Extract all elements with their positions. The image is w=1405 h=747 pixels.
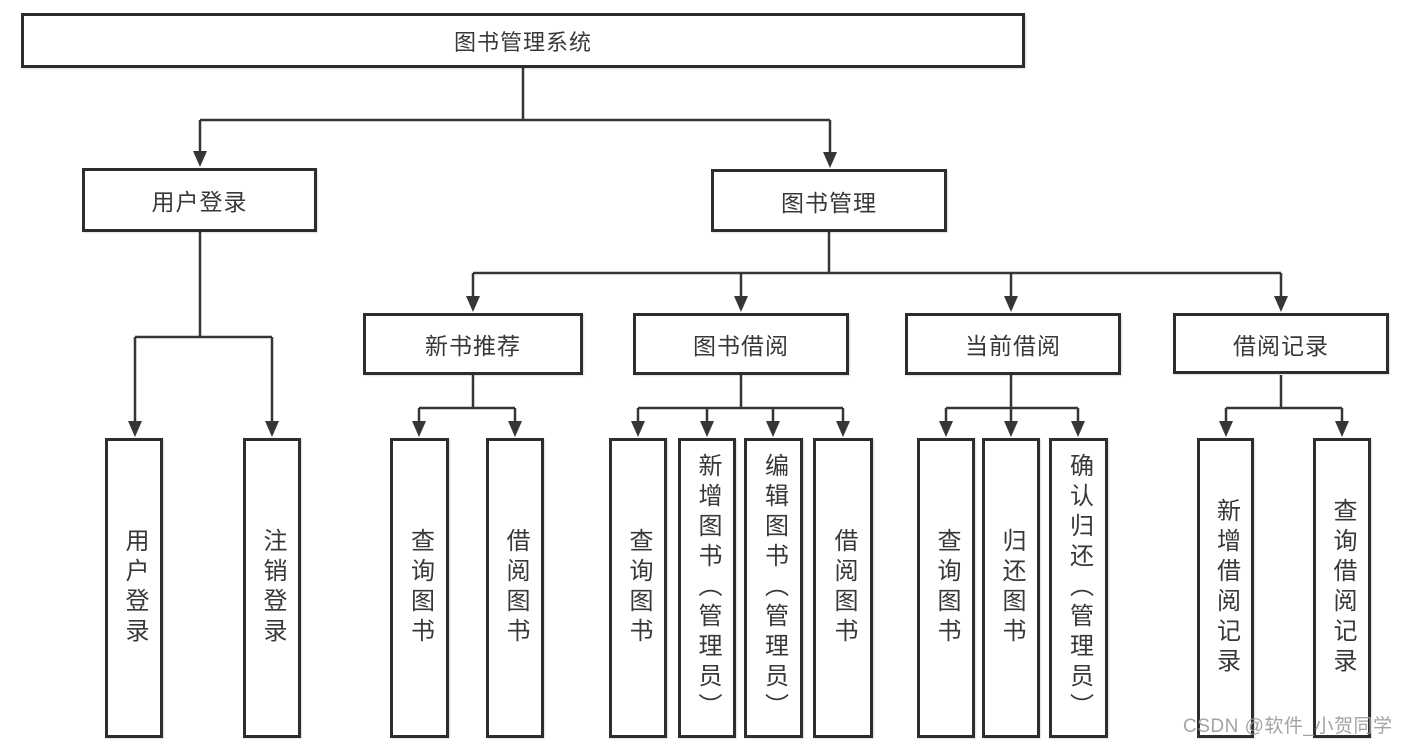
csdn-watermark: CSDN @软件_小贺同学 xyxy=(1183,716,1393,737)
node-root: 图书管理系统 xyxy=(21,13,1025,68)
leaf-cb-query-book: 查询图书 xyxy=(917,438,975,738)
leaf-cb-return-book-label: 归还图书 xyxy=(998,528,1025,648)
leaf-bb-add-book-admin-label: 新增图书（管理员） xyxy=(694,453,721,723)
leaf-cb-query-book-label: 查询图书 xyxy=(933,528,960,648)
leaf-logout-label: 注销登录 xyxy=(259,528,286,648)
leaf-nbr-borrow-book: 借阅图书 xyxy=(486,438,544,738)
node-borrow-records: 借阅记录 xyxy=(1173,313,1389,374)
node-root-label: 图书管理系统 xyxy=(453,29,592,55)
node-new-book-recommend: 新书推荐 xyxy=(363,313,583,375)
leaf-bb-add-book-admin: 新增图书（管理员） xyxy=(678,438,736,738)
node-borrow-records-label: 借阅记录 xyxy=(1233,332,1329,359)
connector-shafts xyxy=(133,68,1344,423)
node-new-book-recommend-label: 新书推荐 xyxy=(425,333,521,359)
node-book-management-label: 图书管理 xyxy=(781,189,877,216)
node-book-management: 图书管理 xyxy=(711,169,947,232)
leaf-user-login-label: 用户登录 xyxy=(121,528,148,648)
leaf-cb-confirm-return-admin-label: 确认归还（管理员） xyxy=(1065,453,1093,723)
node-user-login: 用户登录 xyxy=(82,168,317,232)
leaf-bb-edit-book-admin-label: 编辑图书（管理员） xyxy=(760,453,788,723)
node-book-borrowing: 图书借阅 xyxy=(633,313,849,375)
leaf-cb-confirm-return-admin: 确认归还（管理员） xyxy=(1049,438,1108,738)
leaf-bb-borrow-book-label: 借阅图书 xyxy=(830,528,857,648)
leaf-bb-query-book-label: 查询图书 xyxy=(625,528,652,648)
leaf-br-add-record-label: 新增借阅记录 xyxy=(1212,498,1240,678)
leaf-nbr-query-book-label: 查询图书 xyxy=(406,528,434,648)
leaf-br-query-record: 查询借阅记录 xyxy=(1313,438,1371,738)
leaf-logout: 注销登录 xyxy=(243,438,301,738)
leaf-cb-return-book: 归还图书 xyxy=(982,438,1040,738)
node-book-borrowing-label: 图书借阅 xyxy=(693,333,789,359)
leaf-nbr-query-book: 查询图书 xyxy=(390,438,449,738)
arrowheads xyxy=(128,151,1349,437)
leaf-user-login: 用户登录 xyxy=(105,438,163,738)
node-current-borrowing-label: 当前借阅 xyxy=(965,333,1061,359)
leaf-nbr-borrow-book-label: 借阅图书 xyxy=(502,528,529,648)
node-user-login-label: 用户登录 xyxy=(151,189,248,215)
node-current-borrowing: 当前借阅 xyxy=(905,313,1121,375)
leaf-bb-edit-book-admin: 编辑图书（管理员） xyxy=(744,438,803,738)
leaf-bb-borrow-book: 借阅图书 xyxy=(813,438,873,738)
leaf-br-add-record: 新增借阅记录 xyxy=(1197,438,1254,738)
leaf-br-query-record-label: 查询借阅记录 xyxy=(1329,498,1356,678)
leaf-bb-query-book: 查询图书 xyxy=(609,438,667,738)
